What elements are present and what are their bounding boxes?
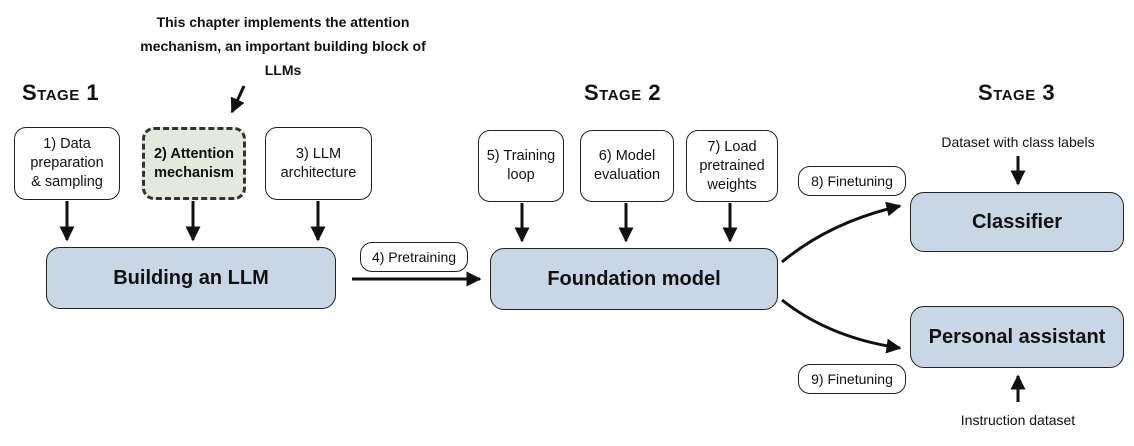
- arrow-finetune-classifier: [781, 201, 902, 264]
- instruction-dataset-label: Instruction dataset: [960, 412, 1076, 428]
- personal-assistant-box: Personal assistant: [910, 306, 1124, 368]
- step-llm-architecture: 3) LLM architecture: [265, 127, 372, 200]
- step-attention-mechanism: 2) Attention mechanism: [142, 127, 246, 200]
- note-pointer-arrow: [230, 85, 246, 114]
- step-training-loop: 5) Training loop: [478, 130, 564, 202]
- finetuning-9-label: 9) Finetuning: [798, 364, 906, 394]
- arrow-finetune-assistant: [781, 298, 902, 354]
- foundation-model-box: Foundation model: [490, 248, 778, 310]
- finetuning-8-label: 8) Finetuning: [798, 166, 906, 196]
- step-load-pretrained-weights: 7) Load pretrained weights: [686, 130, 778, 202]
- stage-3-title: Stage 3: [978, 80, 1056, 105]
- stage-1-title: Stage 1: [22, 80, 100, 105]
- classifier-box: Classifier: [910, 192, 1124, 252]
- building-an-llm-box: Building an LLM: [46, 247, 336, 309]
- class-labels-dataset-label: Dataset with class labels: [941, 134, 1095, 150]
- step-model-evaluation: 6) Model evaluation: [580, 130, 674, 202]
- stage-2-title: Stage 2: [584, 80, 662, 105]
- chapter-note: This chapter implements the attention me…: [140, 14, 426, 78]
- step-data-preparation: 1) Data preparation & sampling: [14, 127, 120, 200]
- pretraining-label: 4) Pretraining: [360, 242, 468, 272]
